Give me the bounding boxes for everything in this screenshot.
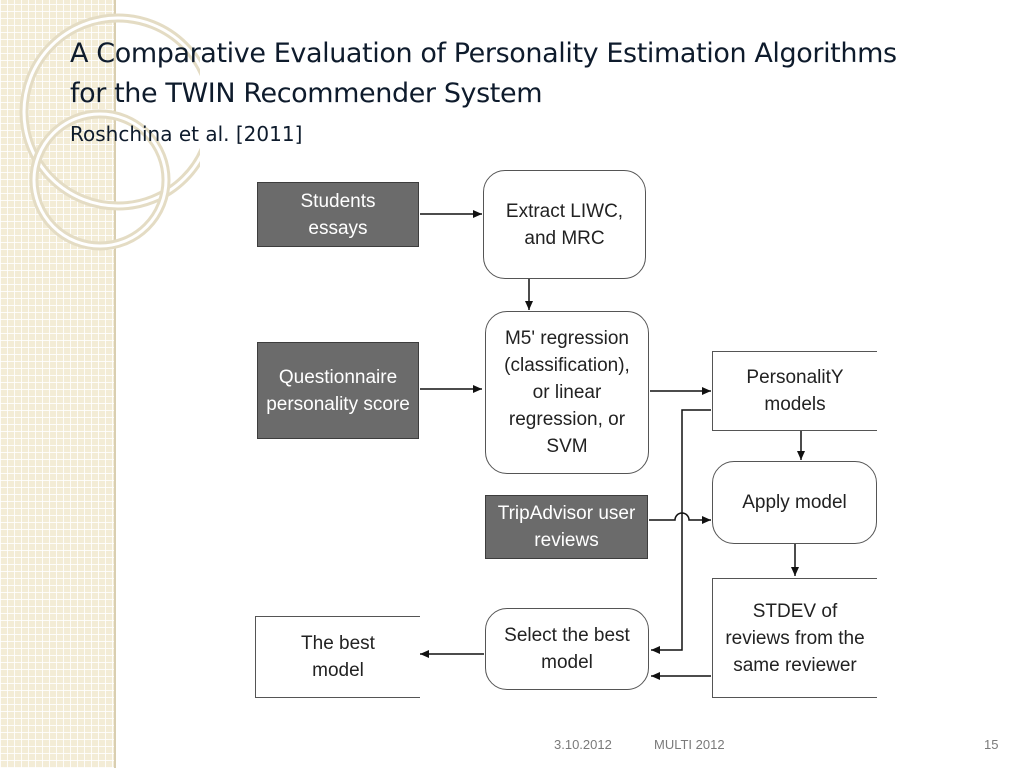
footer-date: 3.10.2012 <box>554 737 612 752</box>
slide-subtitle: Roshchina et al. [2011] <box>70 122 303 146</box>
title-line-1: A Comparative Evaluation of Personality … <box>70 38 897 69</box>
apply-model-box: Apply model <box>712 461 877 544</box>
stdev-box: STDEV of reviews from the same reviewer <box>712 578 877 698</box>
regression-box: M5' regression (classification), or line… <box>485 311 649 474</box>
questionnaire-box: Questionnaire personality score <box>257 342 419 439</box>
title-line-2: for the TWIN Recommender System <box>70 78 543 109</box>
students-essays-box: Students essays <box>257 182 419 247</box>
extract-box: Extract LIWC, and MRC <box>483 170 646 279</box>
slide-title: A Comparative Evaluation of Personality … <box>70 34 897 114</box>
arrow-models-to-select <box>651 409 711 654</box>
personality-models-box: PersonalitY models <box>712 351 877 431</box>
decorative-circles <box>19 13 200 251</box>
tripadvisor-box: TripAdvisor user reviews <box>485 495 648 559</box>
arrow-tripadvisor-to-apply <box>649 512 711 524</box>
select-best-box: Select the best model <box>485 608 649 690</box>
best-model-box: The best model <box>255 616 420 698</box>
footer-conference: MULTI 2012 <box>654 737 725 752</box>
footer-page-number: 15 <box>984 737 999 752</box>
